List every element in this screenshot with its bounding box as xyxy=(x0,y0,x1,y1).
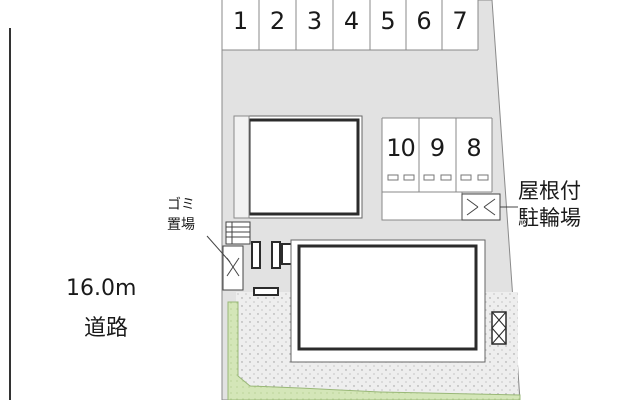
parking-number-3: 3 xyxy=(306,7,323,35)
parking-number-2: 2 xyxy=(269,7,286,35)
building-lower xyxy=(297,244,478,351)
wheel-stops xyxy=(387,174,489,181)
building-upper-wall xyxy=(233,115,250,219)
parking-number-6: 6 xyxy=(416,7,432,35)
parking-number-7: 7 xyxy=(452,7,468,35)
bicycle-parking-label-line1: 屋根付 xyxy=(518,179,581,203)
utility-box-icon xyxy=(491,311,507,345)
bicycle-parking-icon xyxy=(461,193,501,221)
road-name-label: 道路 xyxy=(84,316,129,341)
entrance-step xyxy=(253,287,279,296)
garbage-area-label-line2: 置場 xyxy=(167,217,195,233)
parking-number-9: 9 xyxy=(429,134,446,162)
wall-posts xyxy=(251,241,295,269)
stairs xyxy=(225,221,251,245)
bicycle-parking-label-line2: 駐輪場 xyxy=(518,206,581,230)
parking-number-4: 4 xyxy=(343,7,360,35)
parking-number-8: 8 xyxy=(466,134,482,162)
walkway-strip xyxy=(381,191,463,221)
garbage-area-label: ゴミ 置場 xyxy=(167,195,195,235)
parking-row-side xyxy=(382,118,492,192)
road-width-label: 16.0m xyxy=(66,276,137,301)
parking-dividers-top xyxy=(221,0,479,51)
parking-number-1: 1 xyxy=(232,7,249,35)
garbage-area-box xyxy=(222,245,244,291)
garbage-area-label-line1: ゴミ xyxy=(167,197,195,213)
parking-number-5: 5 xyxy=(380,7,396,35)
parking-row-top xyxy=(222,0,478,50)
bicycle-parking-label: 屋根付 駐輪場 xyxy=(518,178,581,232)
parking-number-10: 10 xyxy=(386,134,416,162)
garbage-leader-line xyxy=(206,235,231,263)
planting-area xyxy=(227,301,521,400)
building-upper xyxy=(247,118,360,216)
